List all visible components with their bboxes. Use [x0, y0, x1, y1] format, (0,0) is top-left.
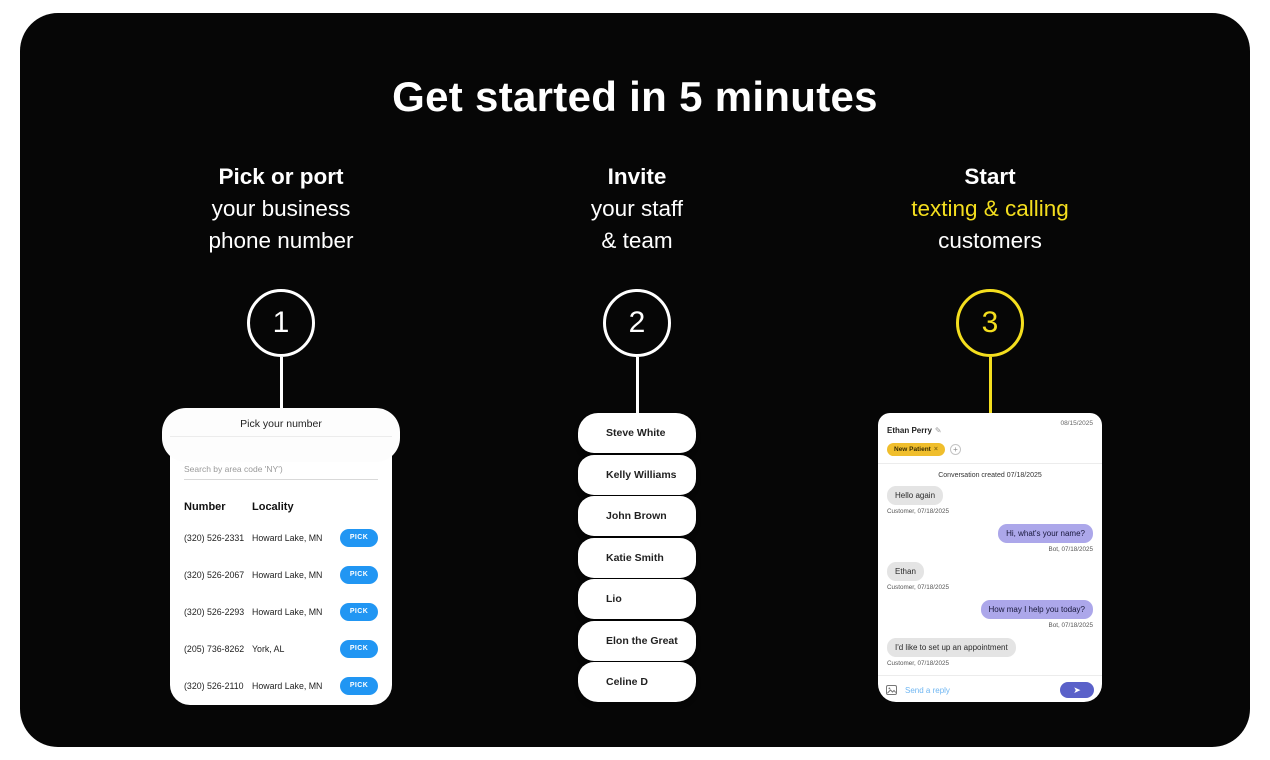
pick-button[interactable]: PICK — [340, 602, 378, 621]
chat-card: Ethan Perry✎ 08/15/2025 New Patient × + … — [878, 413, 1102, 702]
list-item[interactable]: Lio — [578, 579, 696, 619]
send-icon: ➤ — [1073, 684, 1081, 695]
attach-image-icon[interactable] — [886, 685, 897, 695]
number-picker-card: Pick your number Number Locality (320) 5… — [162, 408, 400, 705]
chat-message: Hi, what's your name? Bot, 07/18/2025 — [887, 523, 1093, 561]
step-2-number-badge: 2 — [603, 289, 671, 357]
list-item[interactable]: Steve White — [578, 413, 696, 453]
step-3-heading-bold: Start — [964, 164, 1016, 189]
step-3-number: 3 — [981, 306, 999, 339]
table-row: (320) 526-2110 Howard Lake, MN PICK — [184, 667, 378, 704]
phone-number-cell: (320) 526-2293 — [184, 606, 245, 617]
step-2-heading: Invite your staff & team — [591, 161, 683, 257]
message-bubble: How may I help you today? — [980, 600, 1093, 619]
tag-badge[interactable]: New Patient × — [887, 443, 945, 456]
message-caption: Customer, 07/18/2025 — [887, 660, 949, 667]
pick-button[interactable]: PICK — [340, 639, 378, 658]
step-1-number: 1 — [272, 306, 290, 339]
pick-button[interactable]: PICK — [340, 676, 378, 695]
step-1-heading-line: your business — [211, 196, 351, 221]
locality-cell: Howard Lake, MN — [252, 606, 323, 617]
table-row: (320) 526-2331 Howard Lake, MN PICK — [184, 519, 378, 556]
team-member-list: Steve White Kelly Williams John Brown Ka… — [578, 413, 696, 702]
list-item[interactable]: Katie Smith — [578, 537, 696, 578]
step-1-number-badge: 1 — [247, 289, 315, 357]
message-bubble: I'd like to set up an appointment — [887, 638, 1016, 657]
pick-button[interactable]: PICK — [340, 565, 378, 584]
phone-number-cell: (320) 526-2110 — [184, 680, 244, 691]
locality-cell: Howard Lake, MN — [252, 532, 323, 543]
chat-message: I'd like to set up an appointment Custom… — [887, 637, 1093, 675]
list-item[interactable]: John Brown — [578, 496, 696, 536]
step-1-heading-line: phone number — [208, 228, 354, 253]
step-2-column: Invite your staff & team 2 Steve White K… — [507, 161, 767, 702]
step-2-heading-bold: Invite — [607, 164, 667, 189]
locality-cell: Howard Lake, MN — [252, 680, 323, 691]
message-caption: Bot, 07/18/2025 — [1048, 546, 1093, 553]
phone-number-cell: (205) 736-8262 — [184, 643, 245, 654]
step-2-number: 2 — [628, 306, 646, 339]
message-bubble: Hello again — [887, 486, 944, 505]
column-header-number: Number — [184, 501, 226, 513]
message-bubble: Hi, what's your name? — [998, 524, 1093, 543]
reply-composer: ➤ — [878, 675, 1102, 706]
chat-message: Hello again Customer, 07/18/2025 — [887, 485, 1093, 523]
message-caption: Bot, 07/18/2025 — [1048, 622, 1093, 629]
step-2-heading-line: your staff — [590, 196, 684, 221]
send-button[interactable]: ➤ — [1060, 682, 1094, 698]
remove-tag-icon[interactable]: × — [933, 446, 938, 453]
step-3-heading: Start texting & calling customers — [911, 161, 1069, 257]
list-item[interactable]: Elon the Great — [578, 620, 696, 661]
phone-number-cell: (320) 526-2067 — [184, 569, 245, 580]
locality-cell: York, AL — [252, 643, 285, 654]
conversation-created-note: Conversation created 07/18/2025 — [938, 472, 1042, 479]
picker-column-headers: Number Locality — [184, 501, 378, 513]
edit-icon[interactable]: ✎ — [934, 426, 942, 435]
reply-input[interactable] — [903, 684, 1054, 696]
tag-label: New Patient — [894, 446, 931, 453]
chat-header-date: 08/15/2025 — [1060, 420, 1093, 427]
message-caption: Customer, 07/18/2025 — [887, 508, 949, 515]
tag-row: New Patient × + — [878, 438, 1102, 464]
step-3-connector-line — [988, 357, 992, 413]
main-panel: Get started in 5 minutes Pick or port yo… — [20, 13, 1250, 747]
chat-header: Ethan Perry✎ 08/15/2025 — [878, 413, 1102, 438]
phone-number-cell: (320) 526-2331 — [184, 532, 245, 543]
chat-message: Ethan Customer, 07/18/2025 — [887, 561, 1093, 599]
locality-cell: Howard Lake, MN — [252, 569, 323, 580]
step-3-column: Start texting & calling customers 3 Etha… — [860, 161, 1120, 702]
chat-message: How may I help you today? Bot, 07/18/202… — [887, 599, 1093, 637]
step-1-connector-line — [279, 357, 283, 413]
picker-title: Pick your number — [170, 413, 392, 437]
area-code-search-input[interactable] — [184, 464, 378, 480]
table-row: (205) 736-8262 York, AL PICK — [184, 630, 378, 667]
step-1-column: Pick or port your business phone number … — [151, 161, 411, 705]
add-tag-icon[interactable]: + — [949, 444, 961, 455]
column-header-locality: Locality — [252, 501, 294, 513]
step-1-heading: Pick or port your business phone number — [208, 161, 353, 257]
page-title: Get started in 5 minutes — [392, 73, 878, 120]
list-item[interactable]: Celine D — [578, 662, 696, 702]
step-3-heading-accent: texting & calling — [911, 196, 1069, 221]
pick-button[interactable]: PICK — [340, 528, 378, 547]
message-caption: Customer, 07/18/2025 — [887, 584, 949, 591]
message-bubble: Ethan — [887, 562, 924, 581]
contact-name: Ethan Perry — [887, 426, 932, 435]
step-1-heading-bold: Pick or port — [218, 164, 344, 189]
step-3-heading-line: customers — [938, 228, 1042, 253]
step-2-connector-line — [635, 357, 639, 413]
table-row: (320) 526-2293 Howard Lake, MN PICK — [184, 593, 378, 630]
step-3-number-badge: 3 — [956, 289, 1024, 357]
step-2-heading-line: & team — [601, 228, 673, 253]
list-item[interactable]: Kelly Williams — [578, 454, 696, 495]
table-row: (320) 526-2067 Howard Lake, MN PICK — [184, 556, 378, 593]
